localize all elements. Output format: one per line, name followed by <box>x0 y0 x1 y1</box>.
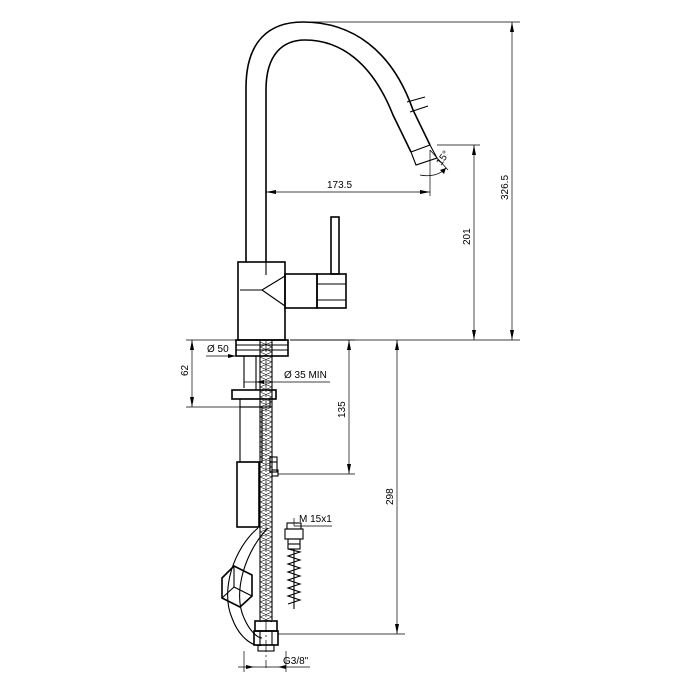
dim-base-diameter-label: Ø 50 <box>207 344 229 355</box>
dim-total-height-label: 326.5 <box>500 175 511 200</box>
spout <box>245 21 438 262</box>
dimension-labels: 173.5 201 326.5 15° Ø 50 Ø 35 MIN 62 135… <box>180 149 511 667</box>
faucet-body <box>237 216 347 341</box>
hose-connectors <box>221 522 304 652</box>
dim-spout-height-label: 201 <box>462 228 473 245</box>
dim-hose-length-label: 298 <box>385 488 396 505</box>
deck-base <box>231 339 289 408</box>
dim-angle-label: 15° <box>434 149 452 168</box>
dim-reach-label: 173.5 <box>327 180 352 191</box>
dim-thread-connection-label: G3/8" <box>283 656 309 667</box>
dimension-lines <box>186 21 520 672</box>
dim-hole-diameter-label: Ø 35 MIN <box>284 370 327 381</box>
dim-thread-hose-label: M 15x1 <box>299 514 332 525</box>
dim-body-below-deck-label: 62 <box>180 364 191 376</box>
dim-shank-length-label: 135 <box>337 401 348 418</box>
shank <box>236 356 279 528</box>
